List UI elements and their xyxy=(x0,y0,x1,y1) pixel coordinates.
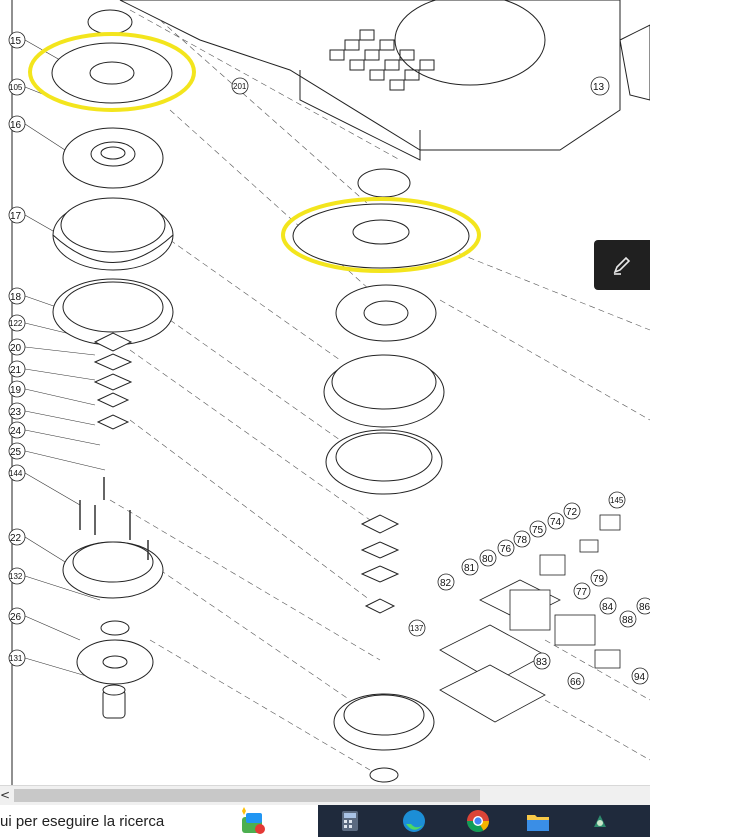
part-label-82: 82 xyxy=(440,578,452,589)
part-label-74: 74 xyxy=(550,517,562,528)
taskbar: ui per eseguire la ricerca xyxy=(0,805,650,837)
part-label-83: 83 xyxy=(536,657,548,668)
part-labels-left xyxy=(8,31,26,667)
part-label-25: 25 xyxy=(10,447,22,458)
part-label-94: 94 xyxy=(634,672,646,683)
scroll-thumb[interactable] xyxy=(14,789,480,802)
part-label-23: 23 xyxy=(10,407,22,418)
chrome-icon[interactable] xyxy=(458,805,498,837)
part-label-18: 18 xyxy=(10,292,22,303)
edge-icon[interactable] xyxy=(394,805,434,837)
widgets-icon[interactable] xyxy=(232,805,272,837)
part-label-80: 80 xyxy=(482,554,494,565)
part-label-86: 86 xyxy=(639,602,651,613)
part-label-72: 72 xyxy=(566,507,578,518)
taskbar-search-text[interactable]: ui per eseguire la ricerca xyxy=(0,813,165,830)
right-part-stack xyxy=(292,168,470,783)
file-explorer-icon[interactable] xyxy=(518,805,558,837)
part-label-20: 20 xyxy=(10,343,22,354)
highlight-circle-right xyxy=(281,197,481,273)
part-label-19: 19 xyxy=(10,385,22,396)
pen-icon xyxy=(613,256,631,275)
part-label-75: 75 xyxy=(532,525,544,536)
part-label-17: 17 xyxy=(10,211,22,222)
part-label-13: 13 xyxy=(593,82,605,93)
exploded-parts-diagram: 15 105 16 17 18 122 20 21 19 23 24 25 14… xyxy=(8,0,654,785)
chassis-plate xyxy=(119,0,621,161)
part-label-16: 16 xyxy=(10,120,22,131)
part-label-144: 144 xyxy=(9,469,23,478)
part-label-79: 79 xyxy=(593,574,605,585)
part-label-81: 81 xyxy=(464,563,476,574)
pcb-components xyxy=(439,514,621,723)
part-label-22: 22 xyxy=(10,533,22,544)
part-label-137: 137 xyxy=(410,624,424,633)
scroll-left-arrow[interactable]: < xyxy=(0,788,11,802)
part-label-145: 145 xyxy=(610,496,624,505)
part-label-132: 132 xyxy=(9,572,23,581)
left-part-stack xyxy=(51,42,174,719)
calculator-icon[interactable] xyxy=(330,805,370,837)
part-label-21: 21 xyxy=(10,365,22,376)
part-label-76: 76 xyxy=(500,544,512,555)
part-label-26: 26 xyxy=(10,612,22,623)
part-label-66: 66 xyxy=(570,677,582,688)
part-label-88: 88 xyxy=(622,615,634,626)
part-label-131: 131 xyxy=(9,654,23,663)
app-icon[interactable] xyxy=(580,805,620,837)
taskbar-app-tray xyxy=(318,805,650,837)
pen-tool-button[interactable] xyxy=(594,240,650,290)
part-label-201: 201 xyxy=(233,82,247,91)
part-label-78: 78 xyxy=(516,535,528,546)
highlight-circle-left xyxy=(28,32,196,112)
part-label-84: 84 xyxy=(602,602,614,613)
part-label-105: 105 xyxy=(9,83,23,92)
part-label-15: 15 xyxy=(10,36,22,47)
horizontal-scrollbar[interactable]: < xyxy=(0,785,650,805)
right-margin xyxy=(650,0,738,837)
part-label-122: 122 xyxy=(9,319,23,328)
part-label-77: 77 xyxy=(576,587,588,598)
part-label-24: 24 xyxy=(10,426,22,437)
